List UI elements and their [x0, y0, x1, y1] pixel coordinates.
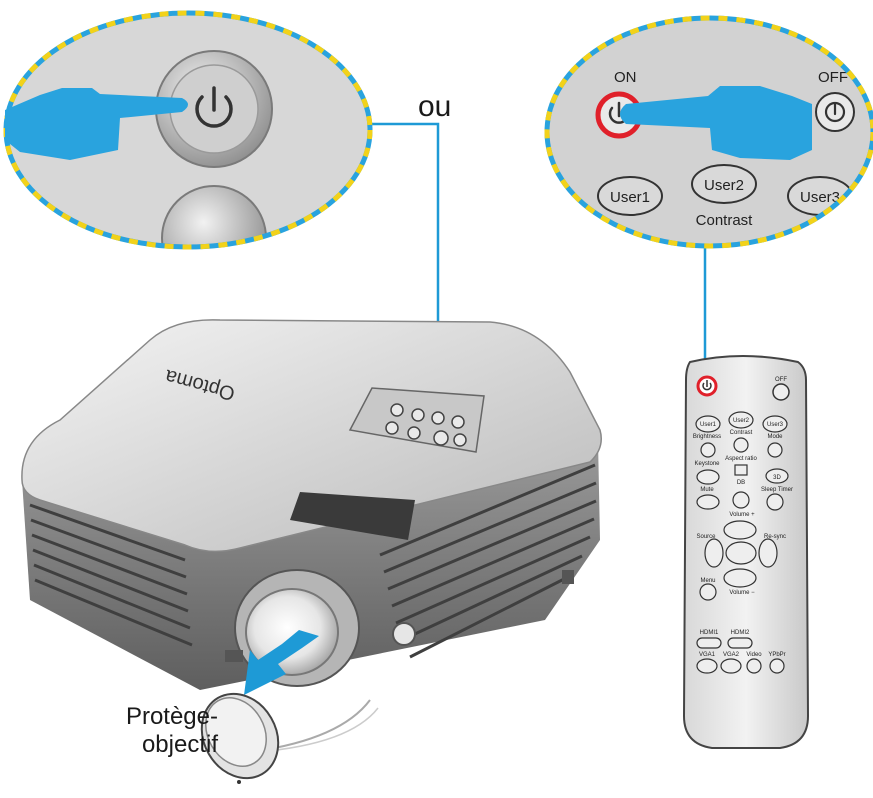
- remote-db-label: DB: [737, 480, 745, 486]
- remote-mode-label: Mode: [767, 434, 783, 440]
- remote-keystone-label: Keystone: [694, 461, 720, 467]
- hand-pointer-icon: [620, 86, 812, 160]
- remote-3d-label: 3D: [773, 475, 781, 481]
- projector: Optoma: [21, 319, 602, 690]
- vent-grille: [29, 463, 597, 659]
- remote-control: OFF User1 User2 User3 Brightness Contras…: [682, 355, 810, 749]
- remote-volminus-label: Volume −: [729, 590, 755, 596]
- remote-mute-label: Mute: [700, 487, 714, 493]
- zoom-user1-label: User1: [610, 189, 650, 206]
- remote-vga2-label: VGA2: [723, 652, 740, 658]
- lens-cap-caption-line1: Protège-: [125, 703, 218, 730]
- control-panel-buttons: [385, 403, 467, 447]
- lens-cap-caption: Protège- objectif: [70, 703, 218, 759]
- zoom-off-label: OFF: [818, 69, 848, 86]
- zoom-on-label: ON: [614, 69, 637, 86]
- remote-ypbpr-label: YPbPr: [768, 652, 785, 658]
- remote-menu-label: Menu: [700, 578, 715, 584]
- power-icon: [195, 86, 233, 128]
- remote-brightness-label: Brightness: [693, 434, 721, 440]
- zoom-bubble-remote-button: ON OFF User1 User2 User3 Contrast: [544, 15, 873, 249]
- remote-video-label: Video: [746, 652, 762, 658]
- or-label: ou: [418, 90, 452, 123]
- remote-user1-label: User1: [700, 422, 717, 428]
- lens-cap-caption-line2: objectif: [141, 731, 218, 758]
- remote-vga1-label: VGA1: [699, 652, 716, 658]
- remote-hdmi2-label: HDMI2: [731, 630, 750, 636]
- arrow-icon: [244, 630, 319, 695]
- remote-aspect-label: Aspect ratio: [725, 456, 757, 462]
- lens-cap: [200, 692, 379, 784]
- remote-sleep-label: Sleep Timer: [761, 487, 793, 493]
- remote-user3-label: User3: [767, 422, 784, 428]
- remote-source-label: Source: [696, 534, 716, 540]
- remote-user2-label: User2: [733, 418, 750, 424]
- zoom-contrast-label: Contrast: [696, 212, 754, 229]
- remote-resync-label: Re-sync: [764, 534, 786, 540]
- zoom-user2-label: User2: [704, 177, 744, 194]
- zoom-bubble-projector-button: [3, 10, 373, 250]
- remote-contrast-label: Contrast: [730, 430, 753, 436]
- power-icon: [824, 101, 846, 123]
- hand-pointer-icon: [5, 88, 188, 160]
- remote-volplus-label: Volume +: [729, 512, 755, 518]
- remote-hdmi1-label: HDMI1: [700, 630, 719, 636]
- remote-off-label: OFF: [775, 377, 787, 383]
- zoom-user3-label: User3: [800, 189, 840, 206]
